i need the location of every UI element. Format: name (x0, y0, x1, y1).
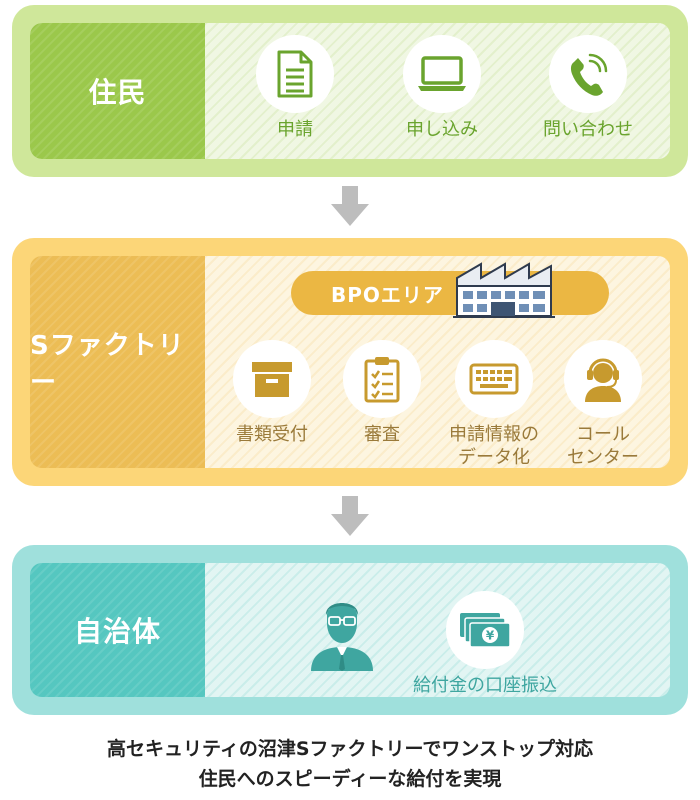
document-circle (256, 35, 334, 113)
keyboard-icon (469, 363, 519, 395)
laptop-icon (418, 56, 466, 91)
item-label: 書類受付 (236, 424, 308, 445)
item-inquiry: 問い合わせ (523, 35, 653, 142)
municipality-content: ¥ 給付金の口座振込 (205, 563, 670, 697)
official-icon (311, 603, 373, 671)
phone-circle (549, 35, 627, 113)
item-signup: 申し込み (387, 35, 497, 142)
item-document-reception: 書類受付 (223, 340, 321, 447)
down-arrow-icon (331, 496, 369, 536)
residents-panel: 住民 申請 (12, 5, 688, 177)
item-label: 審査 (364, 424, 400, 445)
factory-label: Sファクトリー (30, 256, 205, 468)
municipality-label: 自治体 (30, 563, 205, 697)
document-icon (277, 50, 313, 98)
box-icon (252, 362, 292, 397)
footer-line-1: 高セキュリティの沼津Sファクトリーでワンストップ対応 (106, 738, 594, 760)
money-circle: ¥ (446, 591, 524, 669)
building-icon (453, 262, 555, 318)
factory-content: BPOエリア (205, 256, 670, 468)
item-label-line: センター (567, 446, 639, 468)
item-label-line: コール (576, 424, 630, 445)
municipality-panel: 自治体 ¥ (12, 545, 688, 715)
footer-line-2: 住民へのスピーディーな給付を実現 (198, 768, 502, 790)
municipality-inner: 自治体 ¥ (30, 563, 670, 697)
item-label: 問い合わせ (543, 119, 633, 140)
residents-label: 住民 (30, 23, 205, 159)
item-call-center: コール センター (553, 340, 653, 468)
bpo-area-label: BPOエリア (331, 282, 444, 307)
box-circle (233, 340, 311, 418)
laptop-circle (403, 35, 481, 113)
item-label-line: 申請情報の (449, 424, 539, 445)
item-label: コール センター (567, 424, 639, 468)
item-label: 申請 (277, 119, 313, 140)
item-review: 審査 (333, 340, 431, 447)
clipboard-icon (364, 357, 400, 403)
residents-inner: 住民 申請 (30, 23, 670, 159)
clipboard-circle (343, 340, 421, 418)
residents-content: 申請 申し込み 問 (205, 23, 670, 159)
yen-money-icon: ¥ (460, 613, 511, 648)
item-label: 申請情報の データ化 (449, 424, 539, 468)
item-label: 申し込み (406, 119, 478, 140)
headset-circle (564, 340, 642, 418)
item-label-line: データ化 (458, 446, 530, 468)
headset-operator-icon (585, 358, 621, 402)
item-label: 給付金の口座振込 (413, 675, 557, 696)
item-application: 申請 (250, 35, 340, 142)
svg-text:¥: ¥ (486, 629, 495, 643)
item-data-entry: 申請情報の データ化 (433, 340, 555, 468)
keyboard-circle (455, 340, 533, 418)
phone-icon (570, 53, 608, 96)
bpo-area-banner: BPOエリア (291, 271, 609, 315)
item-bank-transfer: ¥ 給付金の口座振込 (390, 591, 580, 697)
factory-panel: Sファクトリー BPOエリア (12, 238, 688, 486)
down-arrow-icon (331, 186, 369, 226)
factory-inner: Sファクトリー BPOエリア (30, 256, 670, 468)
